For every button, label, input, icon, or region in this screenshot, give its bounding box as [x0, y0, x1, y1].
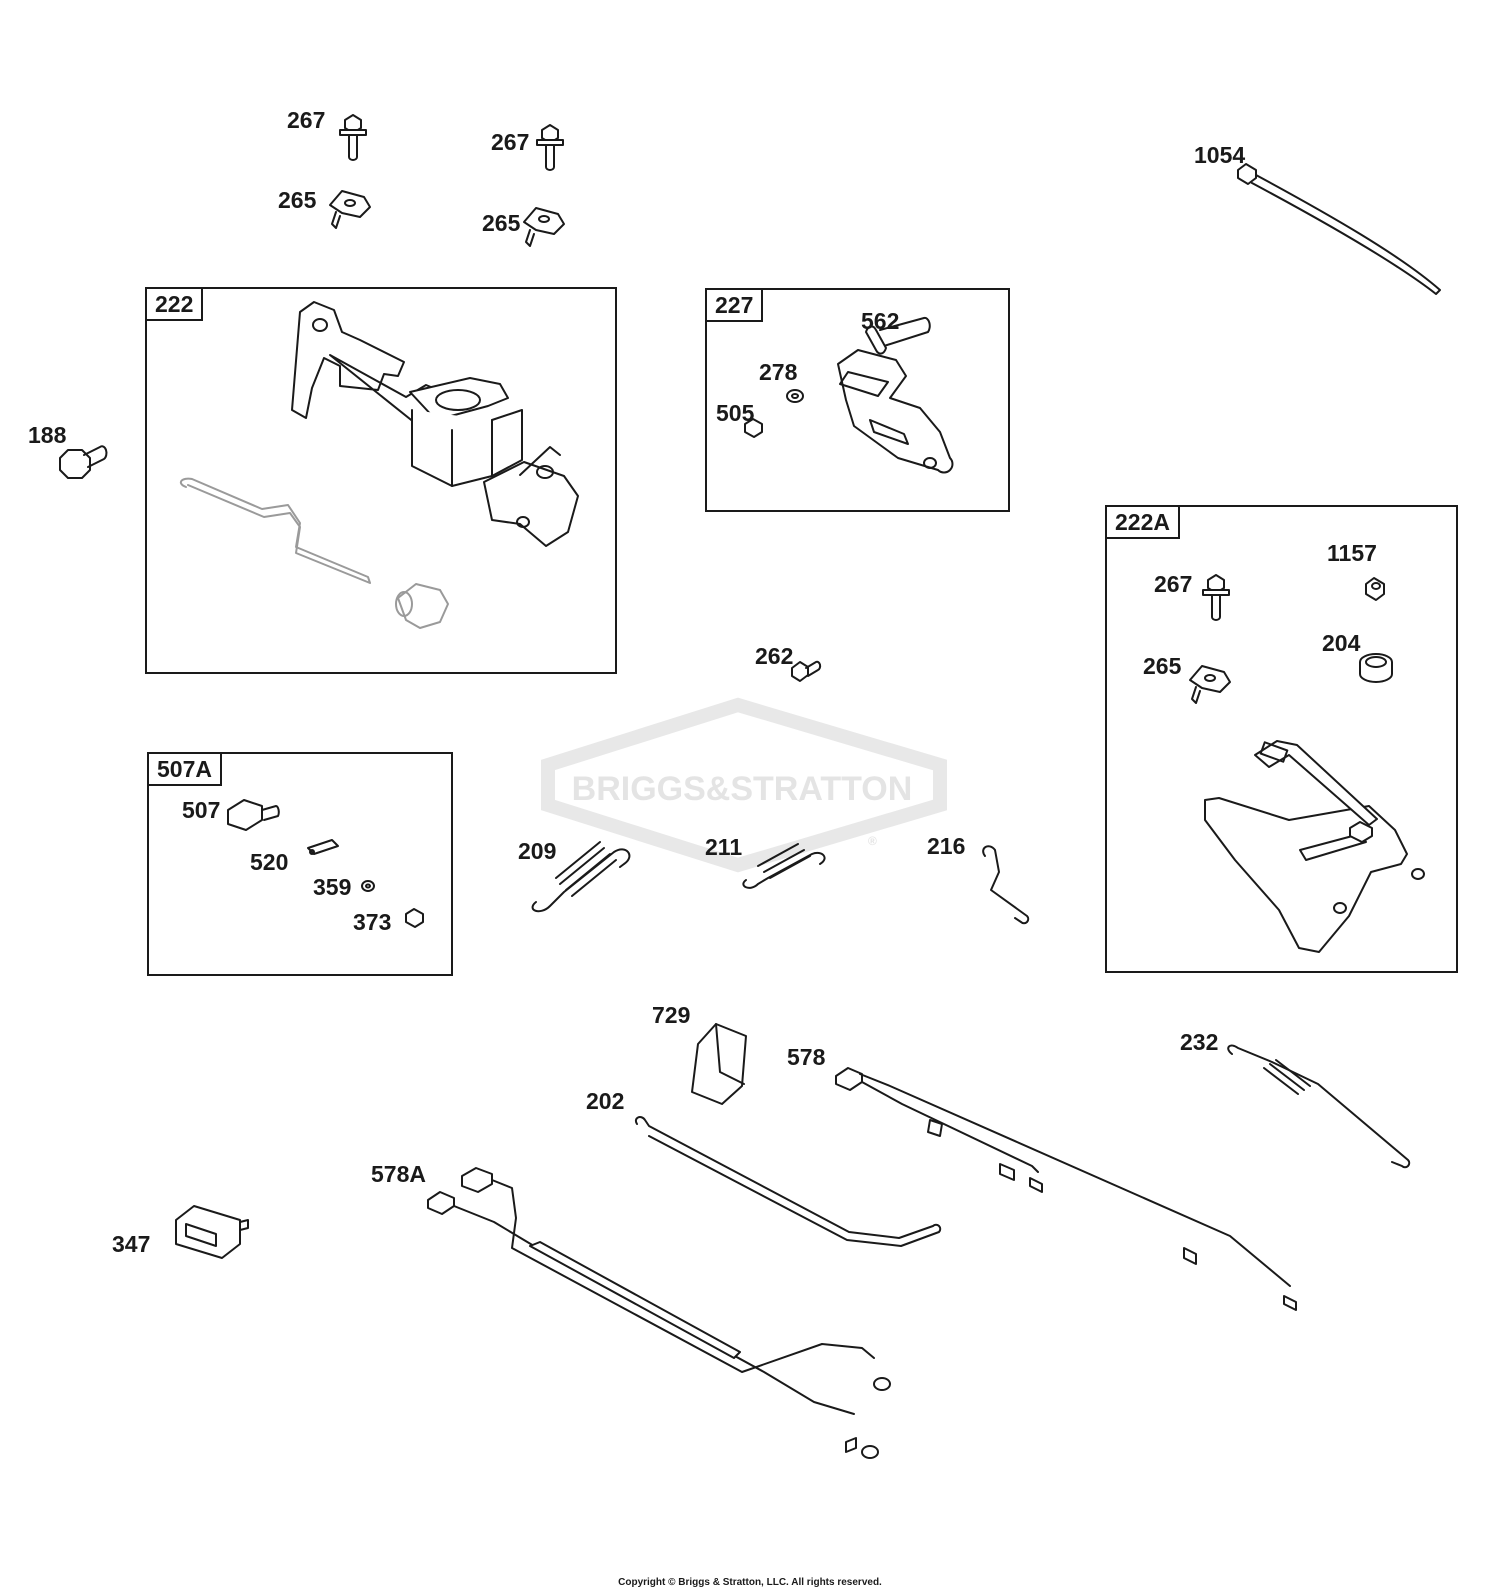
clip-265-b [523, 207, 565, 247]
label-1157: 1157 [1327, 540, 1377, 566]
label-507: 507 [182, 797, 221, 823]
label-729: 729 [652, 1002, 691, 1028]
wire-216 [982, 845, 1030, 925]
label-262: 262 [755, 643, 794, 669]
spring-209 [531, 841, 631, 913]
label-211: 211 [705, 834, 743, 860]
label-578: 578 [787, 1044, 826, 1070]
label-520: 520 [250, 849, 289, 875]
label-265-c: 265 [1143, 653, 1182, 679]
label-265-a: 265 [278, 187, 317, 213]
screw-267-a [339, 114, 367, 161]
bracket-222-drawing [291, 301, 579, 547]
label-267-b: 267 [491, 129, 530, 155]
label-267-a: 267 [287, 107, 326, 133]
kit-222A-drawing [1189, 574, 1425, 953]
box-222: 222 [145, 287, 617, 674]
label-204: 204 [1322, 630, 1361, 656]
spring-211 [742, 843, 826, 889]
box-222A: 222A [1105, 505, 1458, 973]
copyright-notice: Copyright © Briggs & Stratton, LLC. All … [618, 1577, 882, 1588]
label-267-c: 267 [1154, 571, 1193, 597]
spring-232 [1227, 1044, 1411, 1169]
label-359: 359 [313, 874, 352, 900]
clip-265-a [329, 190, 371, 229]
label-347: 347 [112, 1231, 151, 1257]
box-227-tag: 227 [705, 288, 764, 322]
label-278: 278 [759, 359, 798, 385]
switch-347 [175, 1205, 249, 1259]
rod-202 [635, 1116, 942, 1247]
kit-507A-drawing [227, 799, 424, 928]
screw-262 [791, 660, 822, 682]
label-1054: 1054 [1194, 142, 1246, 168]
label-505: 505 [716, 400, 755, 426]
cover-729 [691, 1023, 747, 1105]
bolt-188 [59, 445, 108, 479]
box-507A: 507A [147, 752, 453, 976]
box-227: 227 [705, 288, 1010, 512]
label-216: 216 [927, 833, 966, 859]
watermark-brand-text: BRIGGS&STRATTON [572, 770, 913, 808]
box-222A-tag: 222A [1105, 505, 1180, 539]
label-209: 209 [518, 838, 557, 864]
box-507A-tag: 507A [147, 752, 222, 786]
cable-tie-1054 [1237, 163, 1441, 295]
link-rod-ghost [179, 477, 449, 629]
label-202: 202 [586, 1088, 625, 1114]
box-222-tag: 222 [145, 287, 204, 321]
harness-578A [427, 1167, 891, 1459]
label-578A: 578A [371, 1161, 426, 1187]
label-373: 373 [353, 909, 392, 935]
label-188: 188 [28, 422, 67, 448]
lever-227-drawing [744, 316, 954, 474]
screw-267-b [536, 124, 564, 171]
brand-watermark: BRIGGS&STRATTON ® [541, 697, 947, 873]
label-232: 232 [1180, 1029, 1219, 1055]
label-265-b: 265 [482, 210, 521, 236]
watermark-mark: ® [868, 834, 877, 848]
harness-578 [835, 1067, 1297, 1311]
label-562: 562 [861, 308, 900, 334]
